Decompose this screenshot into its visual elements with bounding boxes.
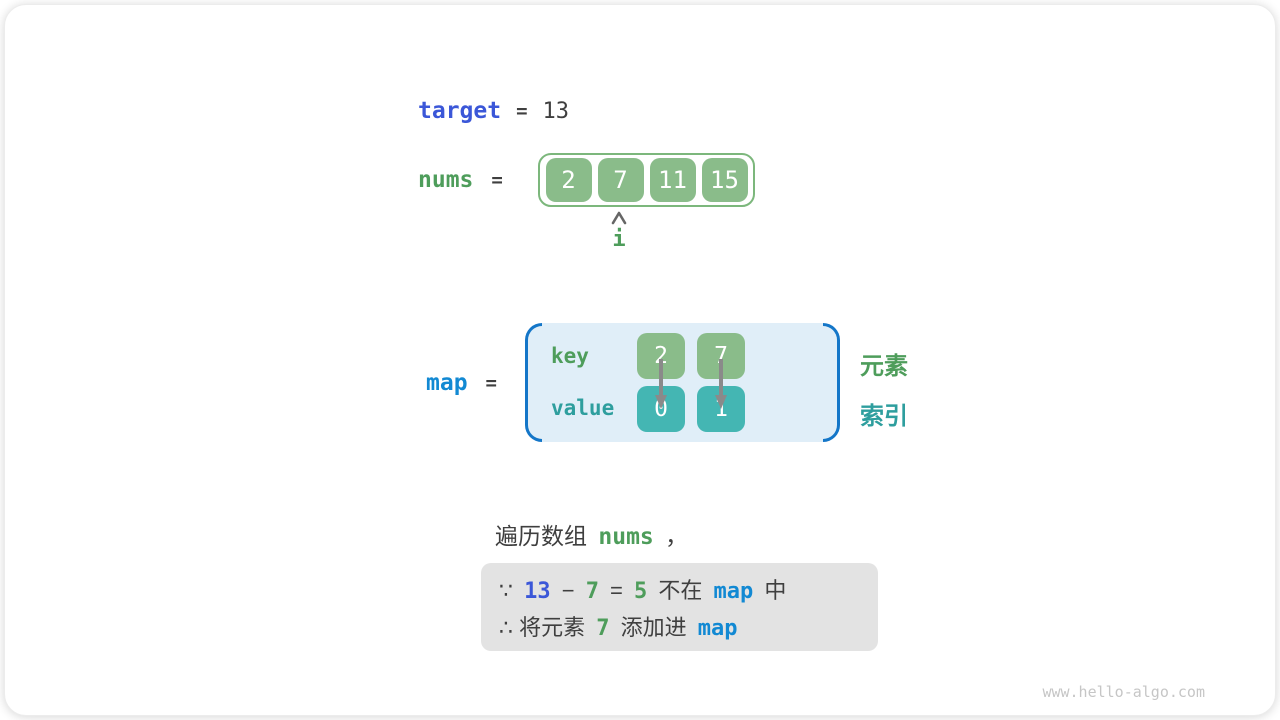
map-bracket-left	[525, 323, 542, 442]
figure-card: target = 13 nums = 2 7 11 15 i map = key…	[4, 4, 1276, 716]
note-line-2: ∴ 将元素 7 添加进 map	[499, 610, 860, 642]
index-pointer-label: i	[612, 227, 626, 252]
array-cell: 2	[545, 158, 592, 202]
text-segment: 5	[634, 578, 648, 604]
map-container: key value 2 7 0 1	[525, 323, 840, 442]
nums-assignment: nums =	[418, 153, 503, 207]
text-segment: map	[697, 615, 738, 641]
element-side-label: 元素	[860, 353, 908, 380]
target-value: 13	[542, 98, 570, 124]
text-segment: 遍历数组	[495, 523, 594, 549]
map-key-row-label: key	[551, 344, 589, 368]
caption-text: 遍历数组 nums ，	[495, 517, 688, 551]
equals-sign: =	[516, 100, 528, 122]
text-segment: =	[603, 577, 630, 603]
target-variable-label: target	[418, 98, 502, 124]
text-segment: −	[555, 577, 581, 603]
map-bracket-right	[823, 323, 840, 442]
text-segment: 中	[758, 577, 787, 603]
map-value-cell: 0	[637, 386, 685, 432]
text-segment: ，	[658, 523, 689, 549]
map-variable-label: map	[426, 369, 468, 396]
text-segment: ∴ 将元素	[499, 614, 592, 640]
array-cell: 7	[597, 158, 644, 202]
nums-variable-label: nums	[418, 167, 474, 193]
nums-array: 2 7 11 15	[538, 153, 755, 207]
text-segment: ∵	[499, 577, 520, 603]
array-cell: 15	[701, 158, 748, 202]
index-side-label: 索引	[860, 403, 908, 430]
index-pointer: i	[599, 211, 639, 252]
text-segment: 7	[596, 615, 610, 641]
note-box: ∵ 13 − 7 = 5 不在 map 中 ∴ 将元素 7 添加进 map	[481, 563, 878, 651]
text-segment: map	[713, 578, 754, 604]
key-to-value-arrow-icon	[655, 359, 667, 409]
note-line-1: ∵ 13 − 7 = 5 不在 map 中	[499, 573, 860, 605]
text-segment: 13	[524, 578, 551, 604]
up-arrowhead-icon	[611, 211, 627, 225]
text-segment: nums	[598, 524, 654, 550]
text-segment: 添加进	[614, 614, 693, 640]
array-cell: 11	[649, 158, 696, 202]
watermark: www.hello-algo.com	[1042, 683, 1205, 701]
map-value-row-label: value	[551, 396, 615, 420]
map-assignment: map =	[426, 323, 497, 442]
target-assignment: target = 13	[418, 98, 569, 124]
text-segment: 不在	[652, 577, 709, 603]
equals-sign: =	[491, 169, 503, 191]
equals-sign: =	[485, 371, 497, 394]
text-segment: 7	[585, 578, 599, 604]
key-to-value-arrow-icon	[715, 359, 727, 409]
